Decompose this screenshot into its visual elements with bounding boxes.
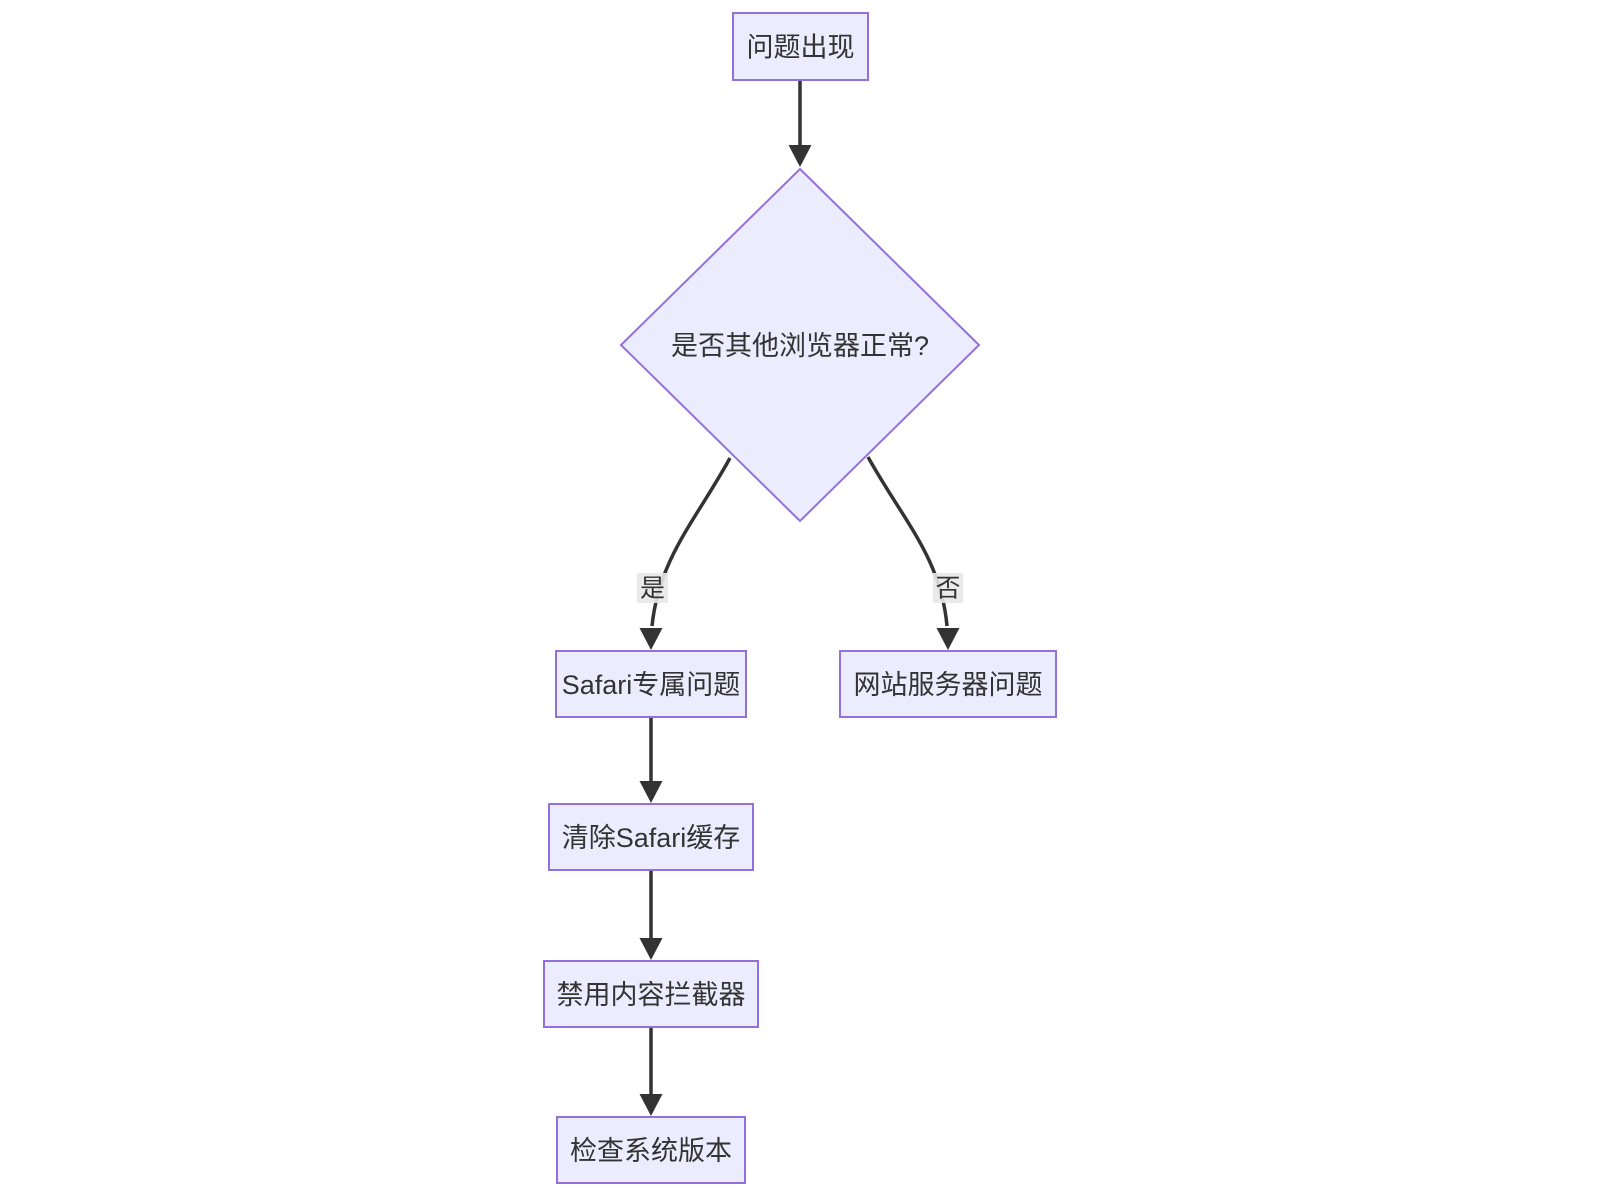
node-safari-issue-label: Safari专属问题 (562, 670, 741, 700)
node-clear-cache-box (548, 803, 754, 871)
node-server-issue: 网站服务器问题 (839, 650, 1057, 718)
edge-clearcache-blockers (639, 870, 663, 960)
edge-decision-safari: 是 (637, 457, 732, 650)
node-start-box (732, 12, 869, 81)
node-check-version-label: 检查系统版本 (570, 1136, 732, 1166)
node-check-version: 检查系统版本 (556, 1116, 746, 1184)
node-safari-issue: Safari专属问题 (555, 650, 747, 718)
node-decision: 是否其他浏览器正常? (619, 167, 981, 523)
node-server-issue-box (839, 650, 1057, 718)
node-disable-blockers: 禁用内容拦截器 (543, 960, 759, 1028)
node-decision-label: 是否其他浏览器正常? (671, 331, 929, 361)
node-clear-cache-label: 清除Safari缓存 (562, 823, 741, 853)
edge-safari-clearcache (639, 717, 663, 803)
arrowhead-icon (639, 938, 663, 960)
node-start: 问题出现 (732, 12, 869, 81)
arrowhead-icon (639, 781, 663, 803)
node-disable-blockers-box (543, 960, 759, 1028)
edge-label-background (933, 573, 963, 603)
edge-decision-server: 否 (866, 456, 963, 650)
arrowhead-icon (639, 1094, 663, 1116)
arrowhead-icon (788, 145, 812, 167)
edge-blockers-version (639, 1027, 663, 1116)
node-safari-issue-box (555, 650, 747, 718)
arrowhead-icon (639, 628, 663, 650)
node-start-label: 问题出现 (747, 33, 855, 63)
node-clear-cache: 清除Safari缓存 (548, 803, 754, 871)
node-server-issue-label: 网站服务器问题 (854, 670, 1043, 700)
edge-label-background (637, 573, 668, 603)
node-check-version-box (556, 1116, 746, 1184)
arrowhead-icon (936, 628, 960, 650)
node-disable-blockers-label: 禁用内容拦截器 (557, 980, 746, 1010)
edge-start-decision (788, 80, 812, 167)
edge-label-yes: 是 (640, 575, 665, 603)
node-decision-diamond (619, 167, 981, 523)
edge-label-no: 否 (935, 575, 960, 603)
